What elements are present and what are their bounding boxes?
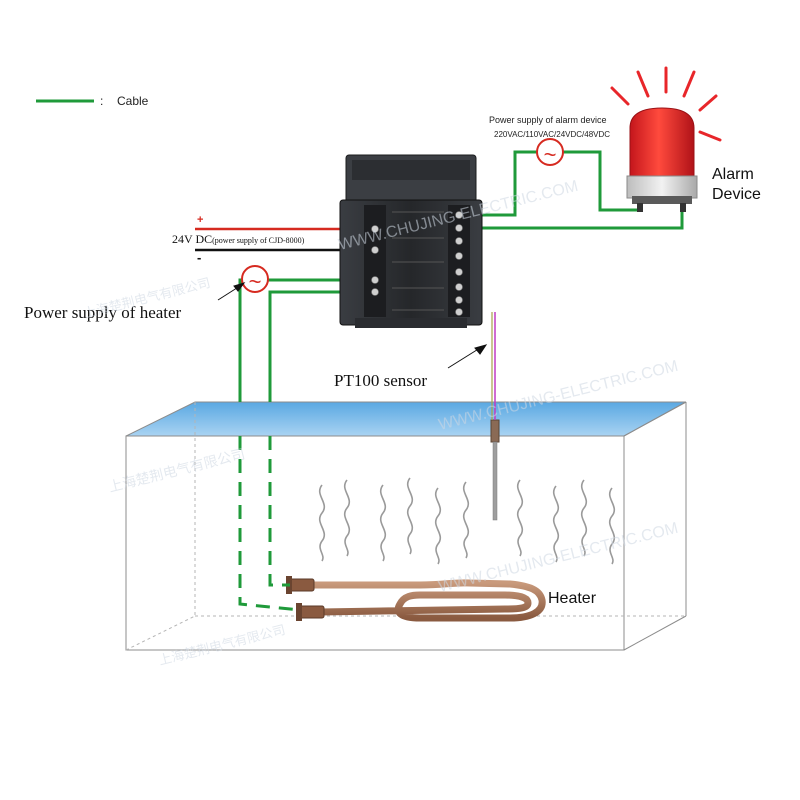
legend-cable-label: Cable bbox=[117, 94, 149, 108]
controller-unit bbox=[339, 154, 483, 328]
heater-supply-label: Power supply of heater bbox=[24, 303, 182, 322]
heater-terminal-top bbox=[286, 576, 315, 594]
alarm-lamp bbox=[610, 66, 722, 212]
alarm-supply-title: Power supply of alarm device bbox=[489, 115, 607, 125]
pt100-probe bbox=[490, 312, 500, 521]
alarm-supply-voltages: 220VAC/110VAC/24VDC/48VDC bbox=[494, 130, 610, 139]
heater-terminal-bottom bbox=[296, 603, 325, 621]
dc-supply-label: 24V DC(power supply of CJD-8000) bbox=[172, 232, 305, 246]
alarm-ac-symbol: ~ bbox=[544, 142, 557, 167]
heater-label: Heater bbox=[548, 590, 597, 607]
heater-ac-symbol: ~ bbox=[249, 269, 262, 294]
alarm-ac-source: ~ bbox=[536, 138, 564, 167]
dc-minus-sign: - bbox=[197, 250, 201, 265]
tank-front bbox=[125, 435, 625, 651]
heater-supply-cable-2 bbox=[268, 290, 366, 402]
water-surface bbox=[125, 401, 687, 437]
watermark-zh-3: 上海楚荆电气有限公司 bbox=[157, 622, 287, 668]
water-tank bbox=[125, 401, 687, 651]
legend-separator: : bbox=[100, 94, 103, 108]
watermark-zh-2: 上海楚荆电气有限公司 bbox=[107, 446, 247, 495]
dc-plus-sign: + bbox=[197, 214, 203, 226]
annotation-arrows bbox=[217, 282, 488, 369]
watermark-www-3: WWW.CHUJING-ELECTRIC.COM bbox=[437, 520, 680, 596]
dc-wires bbox=[195, 227, 366, 252]
heat-waves bbox=[318, 477, 616, 565]
dc-detail-text: (power supply of CJD-8000) bbox=[212, 236, 305, 245]
pt100-label: PT100 sensor bbox=[334, 371, 427, 390]
alarm-device-label-line2: Device bbox=[712, 186, 761, 203]
heater-supply-cable-1 bbox=[238, 278, 366, 402]
terminal-block bbox=[364, 205, 470, 317]
alarm-device-label-line1: Alarm bbox=[712, 166, 754, 183]
alarm-return-cable bbox=[460, 210, 684, 230]
legend: : Cable bbox=[36, 94, 149, 108]
heater-supply-cable-1-submerged bbox=[238, 436, 301, 612]
cables bbox=[238, 150, 684, 612]
heater-ac-source: ~ bbox=[241, 265, 269, 294]
heater-supply-cable-2-submerged bbox=[268, 436, 290, 587]
alarm-light-rays bbox=[610, 66, 722, 142]
dc-main-text: 24V DC bbox=[172, 232, 212, 246]
heater-element bbox=[286, 576, 546, 622]
